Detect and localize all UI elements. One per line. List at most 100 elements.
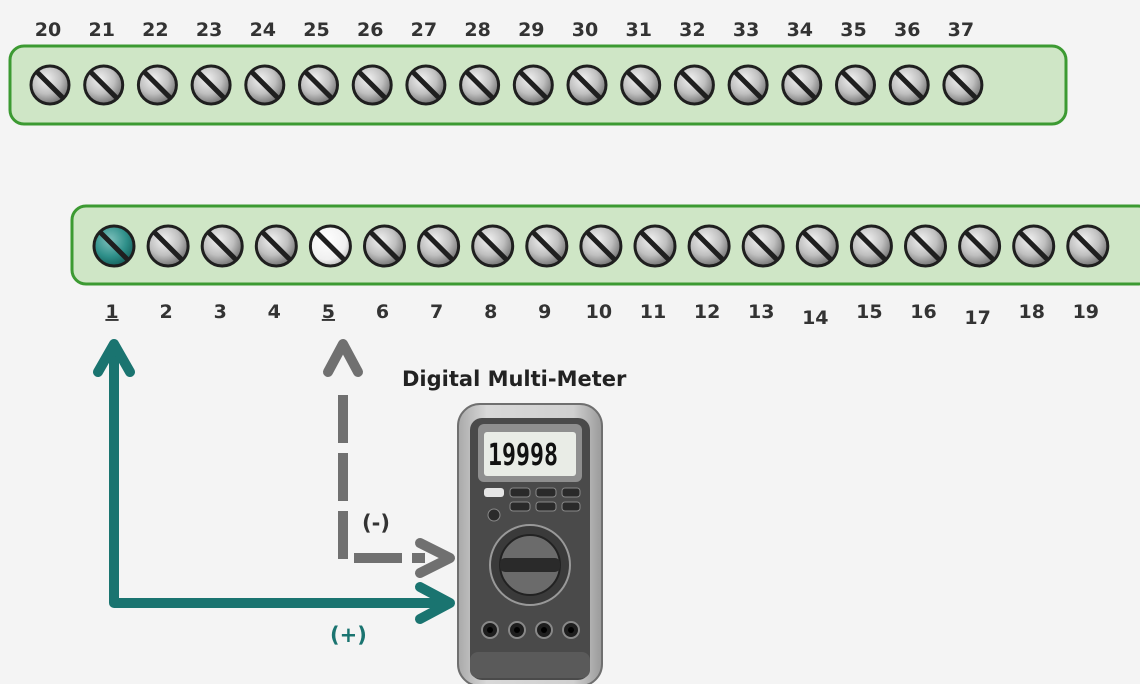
pin-label-11: 11 bbox=[640, 301, 666, 323]
screw-slot bbox=[261, 231, 292, 261]
meter-title: Digital Multi-Meter bbox=[402, 367, 627, 391]
terminal-screw-28 bbox=[459, 64, 501, 106]
pin-label-20: 20 bbox=[35, 19, 61, 41]
pin-label-35: 35 bbox=[840, 19, 866, 41]
screw-slot bbox=[856, 231, 887, 261]
pin-label-30: 30 bbox=[572, 19, 598, 41]
pin-label-15: 15 bbox=[856, 301, 882, 323]
screw-slot bbox=[411, 70, 441, 100]
terminal-screw-34 bbox=[781, 64, 823, 106]
pin-label-32: 32 bbox=[679, 19, 705, 41]
terminal-screw-35 bbox=[835, 64, 876, 106]
meter-button bbox=[484, 488, 504, 497]
screw-slot bbox=[572, 70, 602, 100]
meter-button bbox=[535, 487, 557, 498]
pin-label-12: 12 bbox=[694, 301, 720, 323]
screw-slot bbox=[948, 70, 978, 100]
terminal-screw-19 bbox=[1066, 224, 1110, 268]
terminal-screw-12 bbox=[687, 224, 731, 268]
meter-button bbox=[535, 501, 557, 512]
meter-buttons bbox=[484, 487, 581, 522]
terminal-screw-31 bbox=[620, 64, 662, 106]
terminal-screw-21 bbox=[83, 64, 125, 106]
terminal-screw-3 bbox=[200, 224, 244, 268]
screw-slot bbox=[465, 70, 494, 100]
positive-lead-line bbox=[109, 352, 440, 608]
positive-lead-arrowhead-up bbox=[93, 339, 135, 377]
pin-label-18: 18 bbox=[1018, 301, 1044, 323]
pin-label-28: 28 bbox=[464, 19, 490, 41]
terminal-screw-9 bbox=[525, 224, 569, 268]
terminal-screw-27 bbox=[405, 64, 447, 106]
terminal-screw-24 bbox=[244, 64, 286, 106]
pin-label-10: 10 bbox=[586, 301, 612, 323]
top-screws bbox=[29, 64, 984, 106]
pin-label-31: 31 bbox=[625, 19, 651, 41]
screw-slot bbox=[680, 70, 709, 100]
pin-label-8: 8 bbox=[484, 301, 497, 323]
pin-label-36: 36 bbox=[894, 19, 920, 41]
terminal-screw-16 bbox=[904, 224, 947, 268]
pin-label-17: 17 bbox=[964, 307, 990, 329]
terminal-screw-32 bbox=[673, 64, 715, 106]
screw-slot bbox=[1018, 231, 1049, 261]
terminal-screw-23 bbox=[190, 64, 232, 106]
screw-slot bbox=[733, 70, 763, 100]
meter-lcd bbox=[484, 432, 576, 476]
pin-label-25: 25 bbox=[303, 19, 329, 41]
terminal-screw-36 bbox=[888, 64, 930, 106]
meter-input-jacks bbox=[481, 621, 580, 639]
pin-label-29: 29 bbox=[518, 19, 544, 41]
pin-label-2: 2 bbox=[159, 301, 172, 323]
terminal-screw-20 bbox=[29, 64, 71, 106]
terminal-screw-17 bbox=[958, 224, 1002, 268]
screw-slot bbox=[357, 70, 387, 100]
digital-multimeter: 19998 bbox=[457, 403, 603, 684]
negative-lead-line bbox=[338, 395, 425, 563]
screw-slot bbox=[964, 231, 995, 261]
meter-jack-hole bbox=[514, 627, 520, 633]
screw-slot bbox=[477, 231, 508, 261]
terminal-screw-29 bbox=[512, 64, 554, 106]
pin-label-5: 5 bbox=[322, 301, 335, 323]
meter-button bbox=[509, 487, 531, 498]
bottom-screws bbox=[92, 224, 1110, 268]
terminal-screw-6 bbox=[363, 224, 406, 268]
pin-label-9: 9 bbox=[538, 301, 551, 323]
terminal-screw-18 bbox=[1012, 224, 1056, 268]
screw-slot bbox=[910, 231, 941, 261]
positive-lead-label: (+) bbox=[330, 623, 367, 647]
terminal-screw-1 bbox=[92, 224, 136, 268]
terminal-screw-14 bbox=[795, 224, 839, 268]
screw-slot bbox=[531, 231, 562, 261]
negative-lead: (-) bbox=[323, 339, 455, 578]
negative-lead-arrowhead-up bbox=[323, 339, 363, 377]
terminal-screw-13 bbox=[741, 224, 785, 268]
pin-label-14: 14 bbox=[802, 307, 828, 329]
terminal-screw-4 bbox=[254, 224, 298, 268]
negative-lead-label: (-) bbox=[362, 511, 390, 535]
positive-lead-arrowhead-right bbox=[415, 582, 455, 624]
terminal-screw-2 bbox=[146, 224, 190, 268]
positive-lead: (+) bbox=[93, 339, 455, 647]
screw-slot bbox=[802, 231, 833, 261]
meter-button bbox=[561, 501, 581, 512]
meter-lcd-reading: 19998 bbox=[488, 438, 558, 473]
pin-label-4: 4 bbox=[268, 301, 281, 323]
screw-slot bbox=[694, 231, 724, 261]
screw-slot bbox=[519, 70, 548, 100]
screw-slot bbox=[748, 231, 779, 261]
pin-label-27: 27 bbox=[411, 19, 437, 41]
meter-bottom-bumper bbox=[470, 652, 590, 678]
meter-jack-hole bbox=[487, 627, 493, 633]
pin-label-1: 1 bbox=[105, 301, 118, 323]
terminal-screw-25 bbox=[298, 64, 339, 106]
terminal-screw-26 bbox=[351, 64, 393, 106]
pin-label-26: 26 bbox=[357, 19, 383, 41]
pin-label-37: 37 bbox=[948, 19, 974, 41]
terminal-screw-7 bbox=[417, 224, 461, 268]
